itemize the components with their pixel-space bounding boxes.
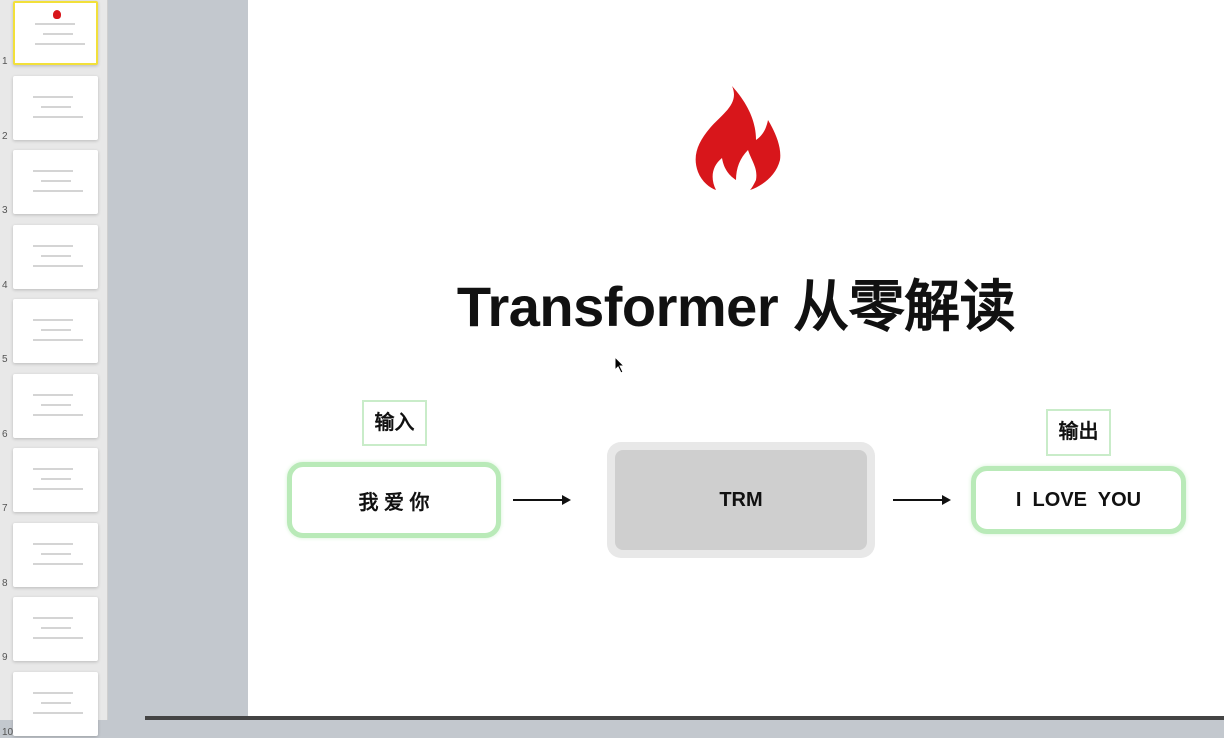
thumbnail-content — [33, 413, 83, 416]
thumbnail-content — [35, 23, 75, 25]
trm-box: TRM — [607, 442, 875, 558]
thumbnail-content — [33, 393, 73, 396]
thumbnail-content — [33, 711, 83, 714]
canvas-background — [108, 0, 248, 720]
thumbnail-content — [33, 542, 73, 545]
arrow-right-icon — [893, 495, 951, 505]
input-box: 我 爱 你 — [287, 462, 501, 538]
mouse-cursor-icon — [614, 356, 626, 374]
thumbnail-content — [41, 627, 71, 629]
output-label: 输出 — [1046, 409, 1111, 456]
thumbnail-content — [33, 691, 73, 694]
slide-thumbnail[interactable] — [13, 75, 98, 140]
thumbnail-content — [41, 105, 71, 108]
thumbnail-content — [33, 170, 73, 172]
slide-thumbnail[interactable] — [13, 448, 98, 512]
slide-title: Transformer 从零解读 — [456, 275, 1016, 338]
bottom-scrollbar[interactable] — [145, 716, 1224, 720]
thumbnail-content — [41, 180, 71, 182]
slide-number: 6 — [2, 428, 8, 440]
thumbnail-content — [33, 244, 73, 247]
slide-number: 3 — [2, 205, 8, 216]
thumbnail-content — [33, 319, 73, 321]
slide-thumbnail[interactable] — [13, 373, 98, 438]
thumbnail-content — [41, 329, 71, 331]
slide-canvas[interactable]: Transformer 从零解读 输入 我 爱 你 TRM 输出 I LOVE … — [248, 0, 1224, 716]
flame-icon — [53, 10, 61, 19]
trm-label: TRM — [615, 450, 867, 550]
thumbnail-content — [41, 254, 71, 257]
thumbnail-content — [33, 488, 83, 490]
slide-number: 4 — [2, 279, 8, 291]
thumbnail-content — [41, 403, 71, 406]
thumbnail-content — [33, 562, 83, 565]
thumbnail-content — [41, 701, 71, 704]
slide-number: 1 — [2, 56, 8, 67]
input-text: 我 爱 你 — [358, 491, 430, 514]
thumbnail-content — [33, 95, 73, 98]
thumbnail-content — [33, 264, 83, 267]
slide-thumbnail[interactable] — [13, 671, 98, 736]
thumbnail-content — [33, 339, 83, 341]
input-label: 输入 — [362, 400, 427, 446]
arrow-right-icon — [513, 495, 571, 505]
slide-thumbnail[interactable] — [13, 224, 98, 289]
slide-number: 2 — [2, 130, 8, 142]
slide-thumbnail[interactable] — [13, 299, 98, 363]
output-box: I LOVE YOU — [971, 466, 1186, 534]
thumbnail-content — [33, 115, 83, 118]
thumbnail-content — [35, 43, 85, 45]
slide-thumbnail[interactable] — [13, 1, 98, 65]
slide-number: 10 — [2, 726, 14, 738]
output-text: I LOVE YOU — [1015, 488, 1142, 511]
flame-icon — [695, 86, 781, 190]
slide-number: 5 — [2, 354, 8, 365]
slide-navigator: 1 2 3 4 5 6 7 8 9 10 — [0, 0, 108, 738]
thumbnail-content — [33, 617, 73, 619]
slide-thumbnail[interactable] — [13, 522, 98, 587]
thumbnail-content — [41, 552, 71, 555]
slide-thumbnail[interactable] — [13, 597, 98, 661]
thumbnail-content — [33, 190, 83, 192]
slide-number: 7 — [2, 503, 8, 514]
thumbnail-content — [41, 478, 71, 480]
thumbnail-content — [33, 637, 83, 639]
thumbnail-content — [43, 33, 73, 35]
slide-number: 8 — [2, 577, 8, 589]
thumbnail-content — [33, 468, 73, 470]
slide-number: 9 — [2, 652, 8, 663]
slide-thumbnail[interactable] — [13, 150, 98, 214]
